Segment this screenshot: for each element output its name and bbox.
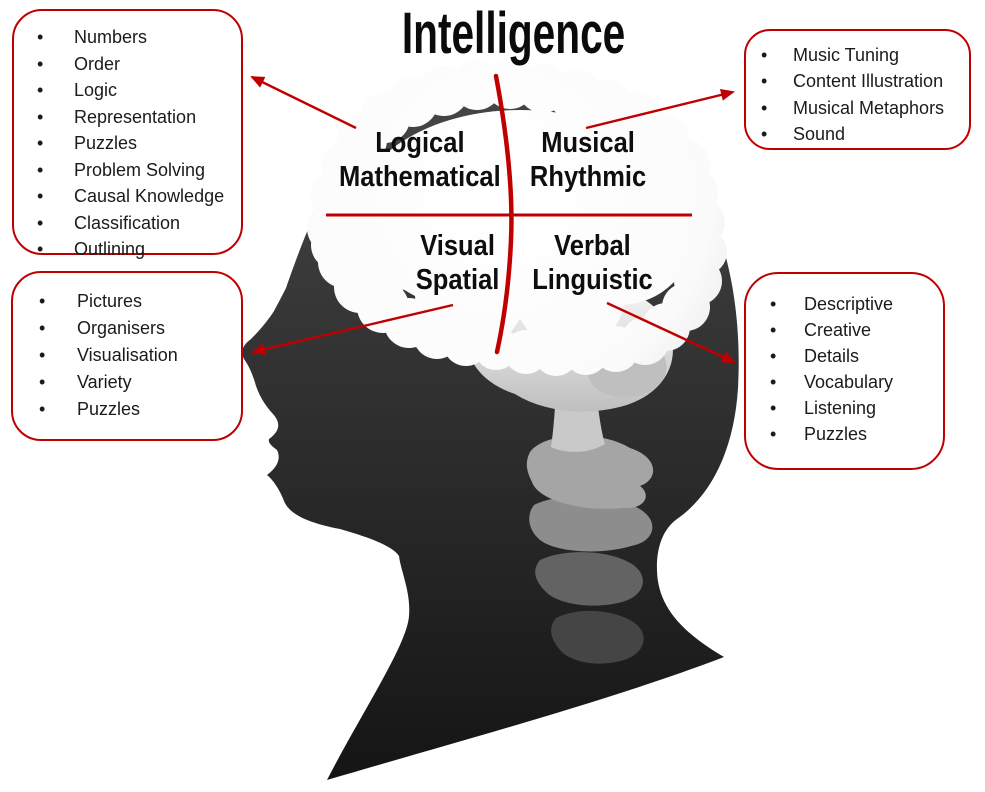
- quadrant-label-line: Mathematical: [339, 161, 501, 193]
- quadrant-label-line: Linguistic: [531, 264, 653, 296]
- list-item: Content Illustration: [761, 68, 969, 94]
- list-item: Logic: [37, 77, 241, 104]
- list-item: Variety: [39, 369, 241, 396]
- callout-musical-rhythmic: Music TuningContent IllustrationMusical …: [744, 29, 971, 150]
- list-item: Representation: [37, 104, 241, 131]
- callout-verbal-linguistic: DescriptiveCreativeDetailsVocabularyList…: [744, 272, 945, 470]
- list-item: Music Tuning: [761, 42, 969, 68]
- arrow-to-visual-callout: [251, 303, 454, 356]
- spine-vertebrae: [526, 435, 654, 664]
- list-item: Causal Knowledge: [37, 183, 241, 210]
- callout-arrows: [250, 75, 736, 364]
- callout-list: Music TuningContent IllustrationMusical …: [761, 42, 969, 147]
- list-item: Puzzles: [37, 130, 241, 157]
- list-item: Outlining: [37, 236, 241, 263]
- quadrant-label-line: Visual: [420, 230, 496, 262]
- list-item: Order: [37, 51, 241, 78]
- callout-list: NumbersOrderLogicRepresentationPuzzlesPr…: [37, 24, 241, 263]
- list-item: Visualisation: [39, 342, 241, 369]
- quadrant-label-line: Spatial: [416, 264, 500, 296]
- quadrant-label-line: Verbal: [553, 230, 631, 262]
- page-title: Intelligence: [314, 0, 714, 67]
- quadrant-label-line: Rhythmic: [529, 161, 647, 193]
- brain-label-musical-rhythmic: Musical Rhythmic: [438, 126, 738, 194]
- callout-list: DescriptiveCreativeDetailsVocabularyList…: [770, 291, 943, 447]
- arrow-to-logical-callout: [250, 75, 357, 130]
- arrow-to-musical-callout: [585, 89, 735, 130]
- brain-label-verbal-linguistic: Verbal Linguistic: [442, 229, 742, 297]
- vertebra: [526, 435, 654, 509]
- brain-label-logical-mathematical: Logical Mathematical: [270, 126, 570, 194]
- list-item: Listening: [770, 395, 943, 421]
- list-item: Details: [770, 343, 943, 369]
- callout-list: PicturesOrganisersVisualisationVarietyPu…: [39, 288, 241, 423]
- list-item: Numbers: [37, 24, 241, 51]
- list-item: Pictures: [39, 288, 241, 315]
- quadrant-label-line: Musical: [541, 127, 635, 159]
- list-item: Puzzles: [770, 421, 943, 447]
- list-item: Vocabulary: [770, 369, 943, 395]
- list-item: Musical Metaphors: [761, 95, 969, 121]
- list-item: Puzzles: [39, 396, 241, 423]
- vertebra: [535, 552, 643, 606]
- brain-vertical-divider-line: [493, 73, 514, 355]
- list-item: Descriptive: [770, 291, 943, 317]
- vertebra: [529, 496, 653, 552]
- list-item: Sound: [761, 121, 969, 147]
- callout-logical-mathematical: NumbersOrderLogicRepresentationPuzzlesPr…: [12, 9, 243, 259]
- page-title-text: Intelligence: [402, 1, 626, 66]
- arrow-to-verbal-callout: [606, 301, 736, 364]
- quadrant-label-line: Logical: [375, 127, 465, 159]
- vertebra: [551, 610, 644, 664]
- brain-label-visual-spatial: Visual Spatial: [308, 229, 608, 297]
- list-item: Problem Solving: [37, 157, 241, 184]
- list-item: Classification: [37, 210, 241, 237]
- callout-visual-spatial: PicturesOrganisersVisualisationVarietyPu…: [11, 271, 243, 441]
- list-item: Creative: [770, 317, 943, 343]
- list-item: Organisers: [39, 315, 241, 342]
